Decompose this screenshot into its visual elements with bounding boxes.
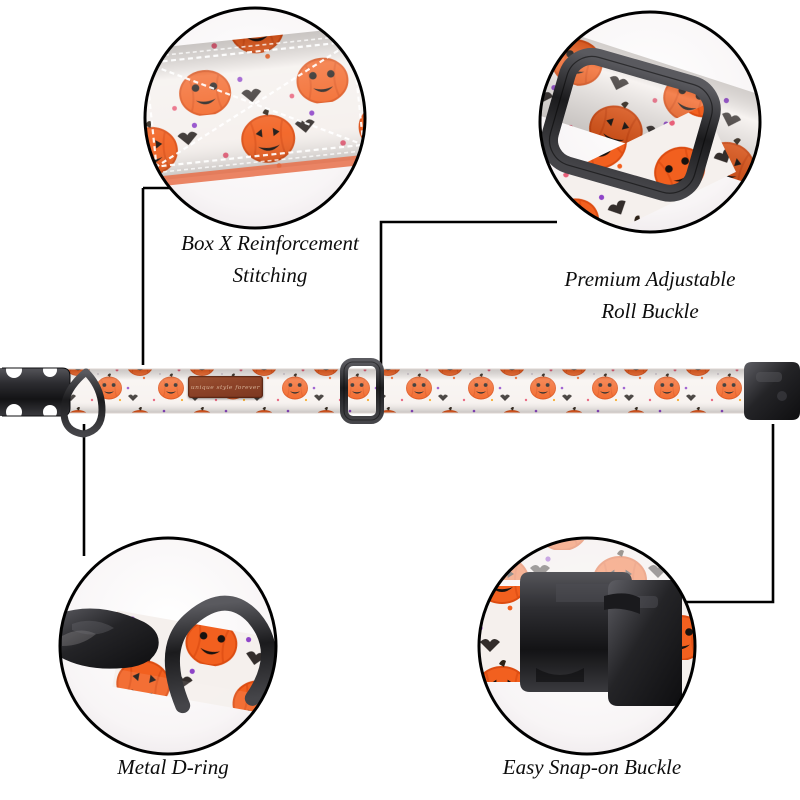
collar-strip bbox=[0, 358, 800, 438]
detail-circle-d-ring bbox=[58, 536, 278, 756]
callout-label-snap-buckle: Easy Snap-on Buckle bbox=[452, 752, 732, 784]
snap-buckle-prongs bbox=[604, 593, 640, 614]
collar-d-ring bbox=[60, 368, 106, 438]
detail-circle-roll-buckle bbox=[538, 10, 762, 234]
snap-buckle-male bbox=[520, 572, 632, 692]
callout-label-d-ring: Metal D-ring bbox=[38, 752, 308, 784]
detail-circle-box-x-stitching bbox=[143, 6, 367, 230]
collar-left-buckle bbox=[0, 362, 71, 420]
d-ring-buckle-body bbox=[60, 608, 159, 669]
callout-label-box-x-stitching: Box X Reinforcement Stitching bbox=[90, 228, 450, 292]
detail-circle-snap-buckle bbox=[477, 536, 697, 756]
snap-buckle-female bbox=[608, 580, 682, 706]
box-x-stitching bbox=[145, 40, 365, 168]
leader-snap-buckle bbox=[680, 424, 775, 604]
callout-line-1: Metal D-ring bbox=[117, 755, 229, 779]
callout-label-roll-buckle: Premium Adjustable Roll Buckle bbox=[500, 264, 800, 328]
roll-buckle-frame bbox=[541, 47, 721, 202]
callout-line-2: Roll Buckle bbox=[601, 298, 699, 323]
collar-right-buckle bbox=[744, 362, 800, 420]
leather-brand-patch: unique style forever bbox=[188, 376, 263, 398]
metal-d-ring-shape bbox=[164, 595, 276, 714]
callout-line-1: Easy Snap-on Buckle bbox=[502, 755, 682, 779]
collar-roll-buckle bbox=[340, 358, 384, 424]
callout-line-2: Stitching bbox=[232, 262, 308, 287]
callout-line-1: Box X Reinforcement bbox=[181, 231, 359, 255]
collar-webbing bbox=[24, 369, 776, 413]
brand-patch-text: unique style forever bbox=[190, 383, 261, 391]
callout-line-1: Premium Adjustable bbox=[564, 267, 736, 291]
